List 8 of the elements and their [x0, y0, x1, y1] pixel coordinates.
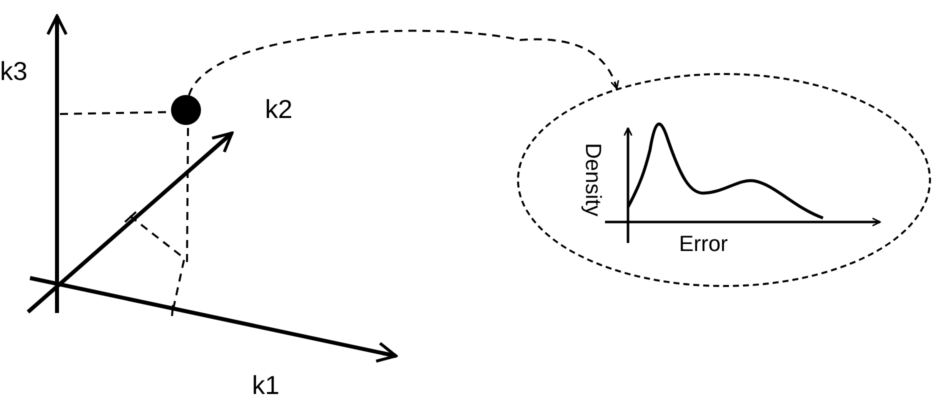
dashed-arrow — [188, 30, 619, 96]
data-point — [171, 95, 201, 125]
axis-label: k1 — [252, 372, 280, 398]
axis-label: k2 — [265, 96, 292, 122]
axis-label: Density — [582, 143, 604, 216]
axis-label: k3 — [0, 58, 28, 84]
dashed-ellipse — [517, 73, 931, 287]
axis-label: Error — [679, 233, 728, 255]
